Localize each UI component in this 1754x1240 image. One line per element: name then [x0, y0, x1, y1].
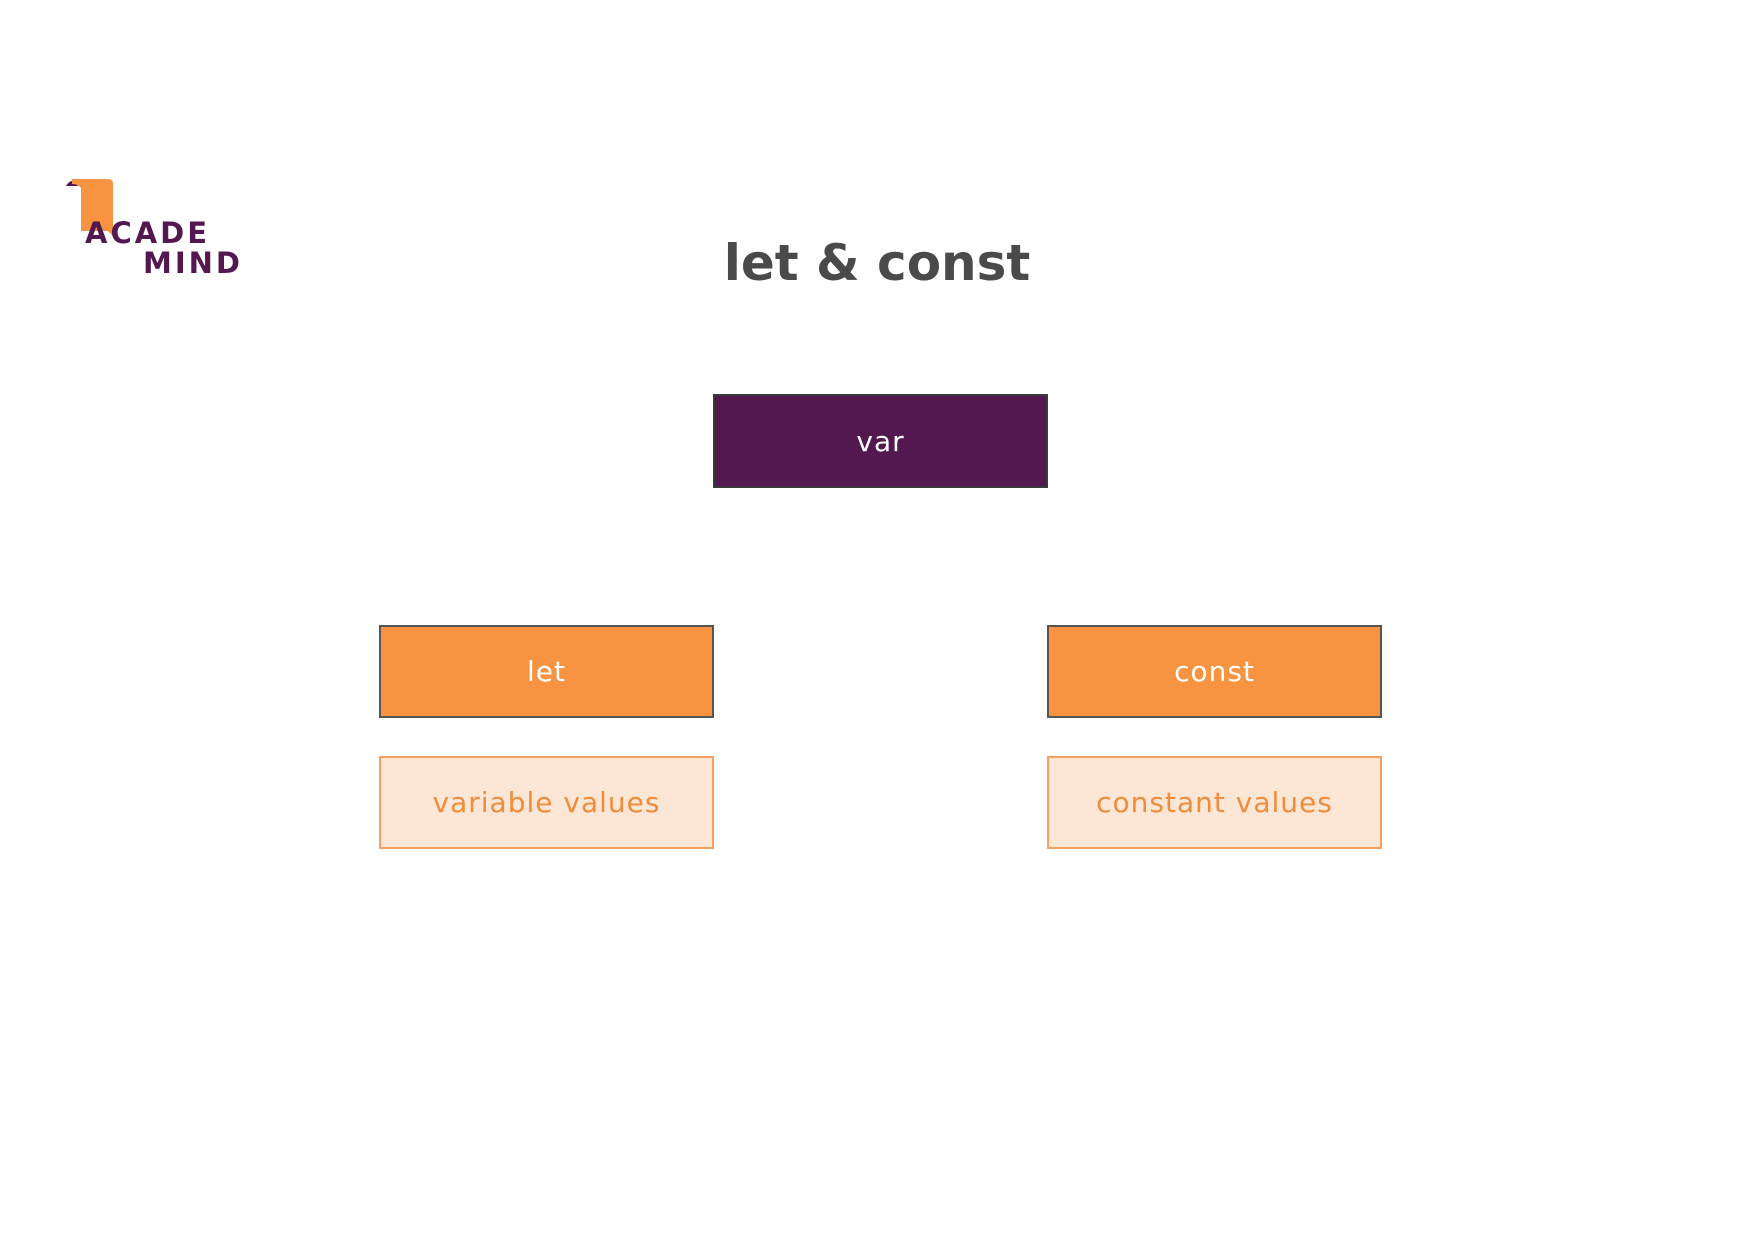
constant-values-box: constant values — [1047, 756, 1382, 849]
let-box: let — [379, 625, 714, 718]
logo-graphic: ACADE MIND — [66, 179, 243, 276]
logo-text-line2: MIND — [143, 246, 243, 276]
var-box: var — [713, 394, 1048, 488]
page-title: let & const — [723, 234, 1031, 292]
academind-logo: ACADE MIND — [64, 176, 244, 276]
variable-values-box: variable values — [379, 756, 714, 849]
logo-text-line1: ACADE — [85, 216, 210, 250]
logo-banner-shape — [72, 179, 113, 236]
const-box: const — [1047, 625, 1382, 718]
